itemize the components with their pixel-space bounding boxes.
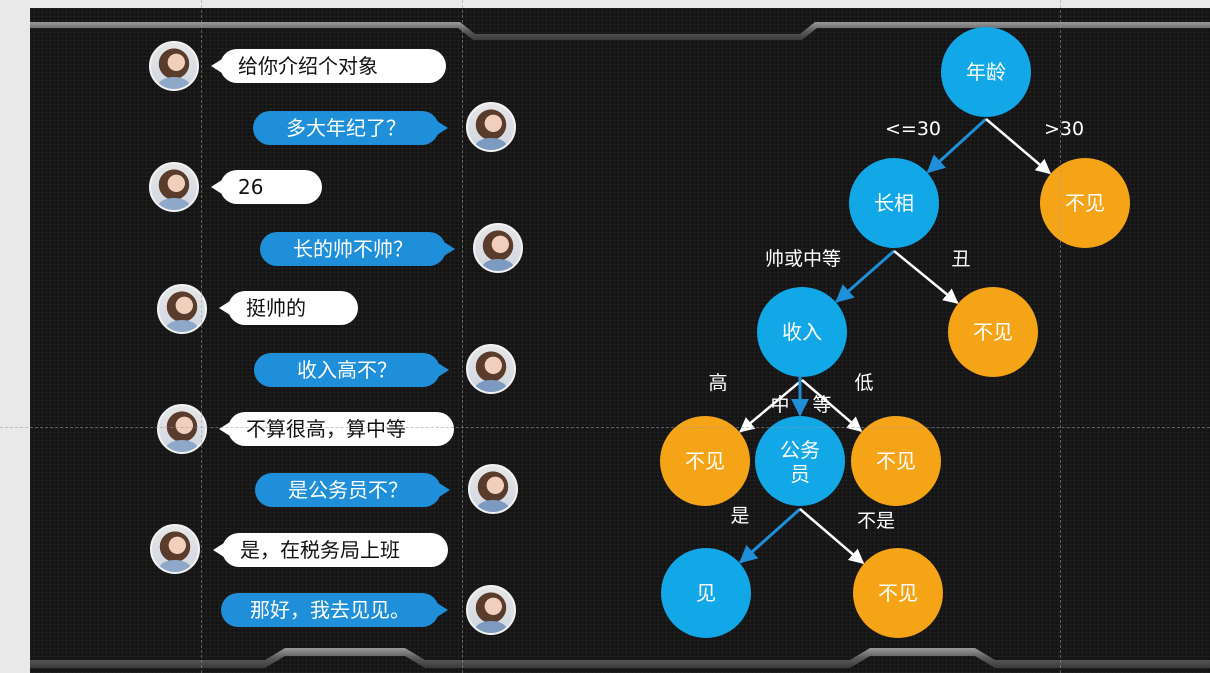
- tree-edge: [739, 379, 803, 433]
- guide-line: [201, 0, 202, 673]
- guide-line: [0, 427, 1210, 428]
- edge-label: 高: [708, 372, 727, 394]
- chat-bubble-outgoing: 长的帅不帅？: [260, 232, 455, 266]
- slide-frame: [30, 22, 1210, 668]
- chat-bubble-incoming: 不算很高，算中等: [219, 412, 454, 446]
- avatar-shoulders: [166, 320, 198, 332]
- avatar-shoulders: [158, 198, 190, 210]
- node-label: 员: [790, 462, 810, 486]
- tree-node-reject: [948, 287, 1038, 377]
- node-label: 不见: [1065, 191, 1105, 215]
- tree-node-decision: [941, 27, 1031, 117]
- guide-line: [462, 0, 463, 673]
- tree-node-decision: [757, 287, 847, 377]
- tree-edge: [835, 249, 895, 303]
- edge-label: 等: [812, 394, 831, 416]
- chat-bubble-outgoing: 是公务员不？: [255, 473, 450, 507]
- avatar-matchmaker: [157, 404, 207, 454]
- avatar-shoulders: [482, 259, 514, 271]
- tree-node-reject: [853, 548, 943, 638]
- node-label: 不见: [876, 449, 916, 473]
- node-label: 不见: [685, 449, 725, 473]
- avatar-shoulders: [166, 440, 198, 452]
- chat-bubble-incoming: 是，在税务局上班: [213, 533, 448, 567]
- avatar-user: [468, 464, 518, 514]
- edge-label: 低: [854, 372, 873, 394]
- node-label: 长相: [874, 191, 914, 215]
- chat-bubble-outgoing: 那好，我去见见。: [221, 593, 448, 627]
- avatar-shoulders: [475, 380, 507, 392]
- avatar-matchmaker: [150, 524, 200, 574]
- edge-label: 是: [730, 505, 749, 527]
- tree-edge: [799, 508, 865, 565]
- tree-node-reject: [1040, 158, 1130, 248]
- node-label: 不见: [878, 581, 918, 605]
- tree-node-reject: [660, 416, 750, 506]
- avatar-user: [466, 585, 516, 635]
- tree-edge: [801, 379, 863, 432]
- avatar-user: [473, 223, 523, 273]
- guide-line: [1060, 0, 1061, 673]
- avatar-shoulders: [158, 77, 190, 89]
- tree-node-decision: [849, 158, 939, 248]
- chat-bubble-incoming: 挺帅的: [219, 291, 358, 325]
- edge-label: 不是: [857, 510, 895, 532]
- avatar-shoulders: [159, 560, 191, 572]
- node-label: 不见: [973, 320, 1013, 344]
- tree-edge: [738, 507, 801, 564]
- node-label: 公务: [780, 438, 820, 462]
- avatar-user: [466, 102, 516, 152]
- node-label: 年龄: [966, 60, 1006, 84]
- chat-bubble-outgoing: 收入高不？: [254, 353, 449, 387]
- chat-bubble-outgoing: 多大年纪了？: [253, 111, 448, 145]
- chat-bubble-incoming: 26: [211, 170, 322, 204]
- tree-edge: [985, 118, 1052, 175]
- tree-edge: [926, 117, 988, 174]
- edge-label: >30: [1044, 118, 1084, 140]
- avatar-user: [466, 344, 516, 394]
- edge-label: <=30: [885, 118, 941, 140]
- tree-edge: [893, 250, 959, 304]
- edge-label: 丑: [951, 248, 970, 270]
- tree-node-decision: [755, 416, 845, 506]
- frame-bottom-bar: [30, 648, 1210, 668]
- avatar-matchmaker: [149, 41, 199, 91]
- avatar-matchmaker: [157, 284, 207, 334]
- node-label: 见: [696, 581, 716, 605]
- node-label: 收入: [782, 320, 822, 344]
- edge-label: 帅或中等: [765, 248, 841, 270]
- tree-node-reject: [851, 416, 941, 506]
- avatar-shoulders: [475, 138, 507, 150]
- chat-bubble-incoming: 给你介绍个对象: [211, 49, 446, 83]
- avatar-matchmaker: [149, 162, 199, 212]
- avatar-shoulders: [475, 621, 507, 633]
- avatar-shoulders: [477, 500, 509, 512]
- edge-label: 中: [770, 394, 789, 416]
- tree-node-accept: [661, 548, 751, 638]
- frame-top-bar: [30, 22, 1210, 40]
